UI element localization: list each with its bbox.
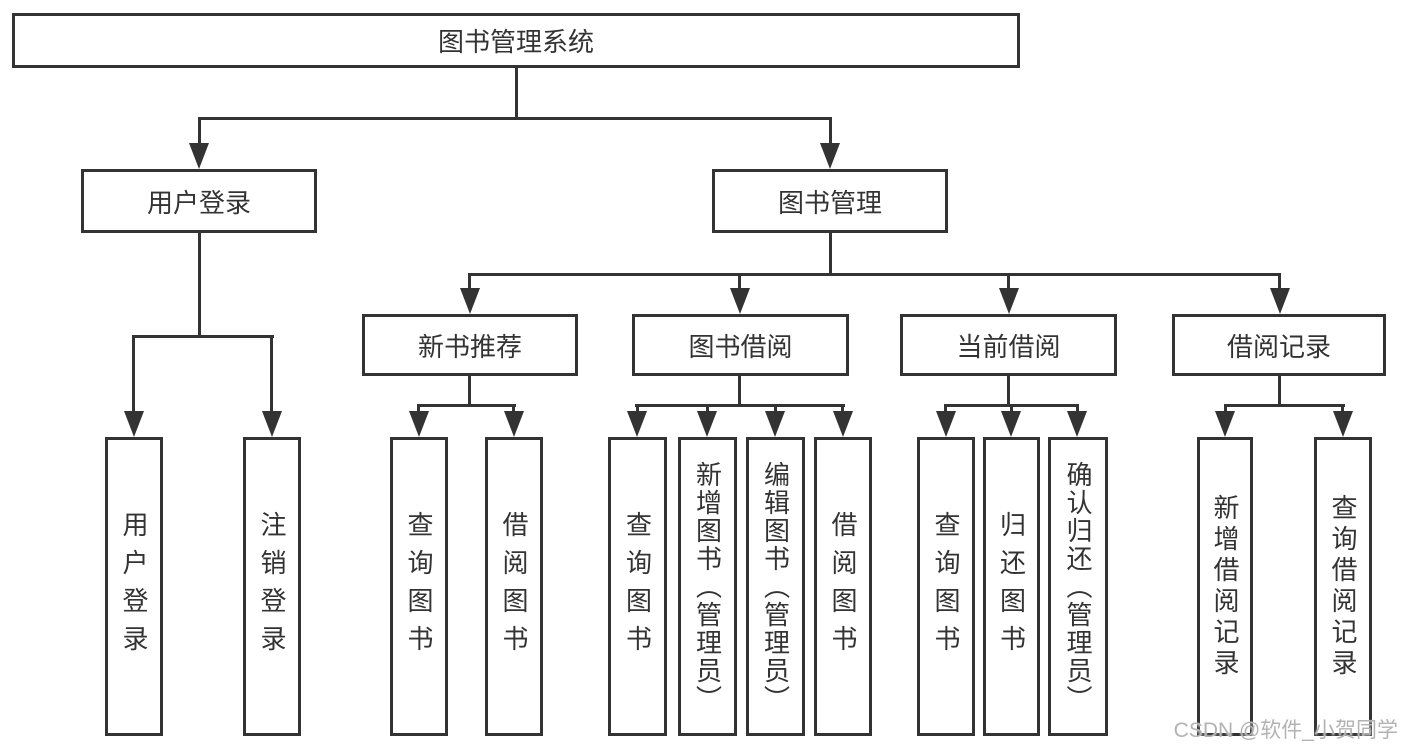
node-user-login-label: 用户登录 xyxy=(146,187,251,218)
node-library-system-label: 图书管理系统 xyxy=(437,27,594,57)
arrow-down-icon xyxy=(765,411,785,437)
connector-line xyxy=(635,404,845,407)
node-library-system: 图书管理系统 xyxy=(12,13,1020,68)
connector-line xyxy=(132,335,274,338)
leaf-query-books-current: 查询图书 xyxy=(917,437,975,736)
arrow-down-icon xyxy=(820,143,840,169)
leaf-logout-login: 注销登录 xyxy=(243,437,301,736)
node-borrow-records: 借阅记录 xyxy=(1172,314,1386,376)
leaf-borrow-books: 借阅图书 xyxy=(814,437,872,736)
connector-line xyxy=(468,273,1281,276)
node-book-management: 图书管理 xyxy=(712,169,948,233)
connector-line xyxy=(198,117,832,120)
node-book-management-label: 图书管理 xyxy=(777,187,882,218)
connector-line xyxy=(512,404,515,413)
arrow-down-icon xyxy=(697,411,717,437)
leaf-query-books-borrow-label: 查询图书 xyxy=(622,510,653,663)
connector-line xyxy=(1278,273,1281,290)
connector-line xyxy=(132,335,135,413)
node-borrow-records-label: 借阅记录 xyxy=(1226,331,1331,362)
arrow-down-icon xyxy=(189,143,209,169)
node-book-borrow: 图书借阅 xyxy=(632,314,849,376)
arrow-down-icon xyxy=(730,288,750,314)
leaf-query-borrow-record-label: 查询借阅记录 xyxy=(1328,493,1358,680)
connector-line xyxy=(1341,404,1344,413)
leaf-query-borrow-record: 查询借阅记录 xyxy=(1314,437,1372,736)
connector-line xyxy=(417,404,516,407)
leaf-logout-login-label: 注销登录 xyxy=(257,510,287,663)
arrow-down-icon xyxy=(1001,411,1021,437)
leaf-query-books-current-label: 查询图书 xyxy=(931,510,961,663)
connector-line xyxy=(944,404,947,413)
arrow-down-icon xyxy=(1270,288,1290,314)
leaf-query-books-borrow: 查询图书 xyxy=(608,437,667,736)
leaf-query-books-recommend: 查询图书 xyxy=(390,437,448,736)
connector-line xyxy=(198,233,201,338)
connector-line xyxy=(468,273,471,290)
leaf-edit-books-admin: 编辑图书（管理员） xyxy=(746,437,805,736)
leaf-borrow-books-recommend-label: 借阅图书 xyxy=(499,510,529,663)
leaf-confirm-return-admin-label: 确认归还（管理员） xyxy=(1063,460,1093,713)
connector-line xyxy=(1007,273,1010,290)
arrow-down-icon xyxy=(999,288,1019,314)
leaf-return-books: 归还图书 xyxy=(983,437,1040,736)
connector-line xyxy=(1224,404,1227,413)
node-book-borrow-label: 图书借阅 xyxy=(688,331,793,362)
arrow-down-icon xyxy=(627,411,647,437)
connector-line xyxy=(1010,404,1013,413)
watermark: CSDN @软件_小贺同学 xyxy=(1173,719,1398,742)
connector-line xyxy=(829,233,832,276)
arrow-down-icon xyxy=(1215,411,1235,437)
connector-line xyxy=(1278,376,1281,407)
connector-line xyxy=(198,117,201,145)
connector-line xyxy=(1076,404,1079,413)
connector-line xyxy=(636,404,639,413)
node-current-borrow: 当前借阅 xyxy=(900,314,1117,376)
connector-line xyxy=(706,404,709,413)
arrow-down-icon xyxy=(1067,411,1087,437)
node-current-borrow-label: 当前借阅 xyxy=(956,331,1061,362)
connector-line xyxy=(417,404,420,413)
node-user-login: 用户登录 xyxy=(81,169,317,233)
arrow-down-icon xyxy=(124,411,144,437)
leaf-add-borrow-record: 新增借阅记录 xyxy=(1197,437,1253,736)
arrow-down-icon xyxy=(262,411,282,437)
connector-line xyxy=(1224,404,1345,407)
arrow-down-icon xyxy=(936,411,956,437)
connector-line xyxy=(829,117,832,145)
leaf-add-borrow-record-label: 新增借阅记录 xyxy=(1210,493,1240,680)
connector-line xyxy=(1007,376,1010,407)
leaf-add-books-admin-label: 新增图书（管理员） xyxy=(692,460,723,713)
arrow-down-icon xyxy=(409,411,429,437)
connector-line xyxy=(738,273,741,290)
leaf-borrow-books-label: 借阅图书 xyxy=(828,510,858,663)
connector-line xyxy=(468,376,471,407)
arrow-down-icon xyxy=(833,411,853,437)
leaf-return-books-label: 归还图书 xyxy=(996,510,1027,663)
connector-line xyxy=(774,404,777,413)
arrow-down-icon xyxy=(460,288,480,314)
node-new-book-recommend-label: 新书推荐 xyxy=(417,331,522,362)
connector-line xyxy=(270,335,273,413)
leaf-edit-books-admin-label: 编辑图书（管理员） xyxy=(760,460,791,713)
arrow-down-icon xyxy=(504,411,524,437)
leaf-borrow-books-recommend: 借阅图书 xyxy=(485,437,543,736)
leaf-user-login: 用户登录 xyxy=(105,437,163,736)
leaf-query-books-recommend-label: 查询图书 xyxy=(404,510,434,663)
node-new-book-recommend: 新书推荐 xyxy=(362,314,578,376)
leaf-user-login-label: 用户登录 xyxy=(119,510,149,663)
connector-line xyxy=(738,376,741,407)
leaf-add-books-admin: 新增图书（管理员） xyxy=(678,437,737,736)
arrow-down-icon xyxy=(1333,411,1353,437)
connector-line xyxy=(515,68,518,120)
connector-line xyxy=(841,404,844,413)
leaf-confirm-return-admin: 确认归还（管理员） xyxy=(1048,437,1108,736)
